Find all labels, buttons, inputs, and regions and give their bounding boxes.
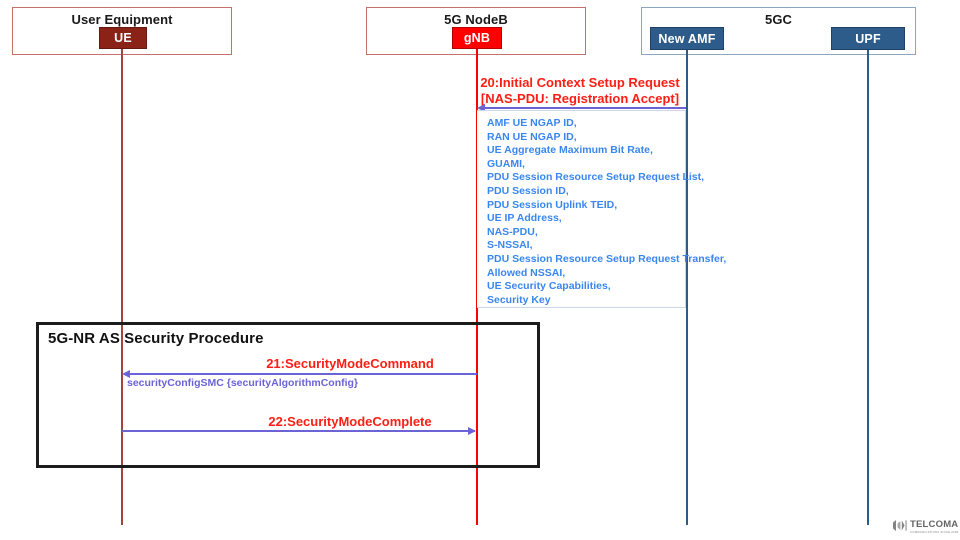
message-sublabel-21: securityConfigSMC {securityAlgorithmConf… [127, 377, 359, 389]
actor-ue-label: UE [114, 31, 132, 45]
param-item: Security Key [487, 293, 551, 306]
param-item: AMF UE NGAP ID, [487, 117, 577, 129]
message-label-22: 22:SecurityModeComplete [268, 414, 432, 429]
logo-wordmark: TELCOMA [910, 519, 959, 531]
actor-upf-label: UPF [855, 31, 881, 46]
actor-new-amf-label: New AMF [658, 31, 716, 46]
group-title-5gc: 5GC [764, 12, 793, 27]
lifeline-new-amf [686, 50, 688, 525]
param-item: NAS-PDU, [487, 225, 538, 238]
param-item: PDU Session Resource Setup Request List, [487, 171, 705, 184]
speaker-waves-icon [893, 518, 907, 536]
param-item: PDU Session ID, [487, 184, 569, 197]
lifeline-upf [867, 50, 869, 525]
param-item: UE Security Capabilities, [487, 280, 611, 293]
actor-new-amf[interactable]: New AMF [650, 27, 724, 50]
param-item: PDU Session Uplink TEID, [487, 198, 618, 211]
message-label-21: 21:SecurityModeCommand [266, 356, 434, 371]
param-item: RAN UE NGAP ID, [487, 130, 577, 143]
message-label-20: 20:Initial Context Setup Request [NAS-PD… [480, 75, 680, 106]
param-item: PDU Session Resource Setup Request Trans… [487, 252, 727, 265]
message-arrow-line-22 [122, 430, 475, 432]
security-procedure-frame [36, 322, 540, 468]
param-item: S-NSSAI, [487, 239, 533, 252]
param-item: UE Aggregate Maximum Bit Rate, [487, 144, 653, 157]
message-arrowhead-21 [122, 369, 130, 378]
actor-ue[interactable]: UE [99, 27, 147, 49]
message-arrow-line-20 [479, 107, 686, 109]
lifeline-ue [121, 49, 123, 525]
logo-tagline: COMMUNICATIONS SINCE 2009 [910, 529, 959, 534]
message-arrowhead-20 [477, 103, 485, 112]
message-arrow-line-21 [124, 373, 477, 375]
parameter-note-initial-context-setup: AMF UE NGAP ID, RAN UE NGAP ID, UE Aggre… [477, 110, 727, 308]
actor-gnb[interactable]: gNB [452, 27, 502, 49]
telcoma-logo: TELCOMA COMMUNICATIONS SINCE 2009 [893, 518, 958, 536]
param-item: GUAMI, [487, 157, 525, 170]
group-title-5g-nodeb: 5G NodeB [444, 12, 508, 27]
security-procedure-frame-title: 5G-NR AS Security Procedure [48, 330, 264, 347]
message-arrowhead-22 [468, 426, 476, 435]
param-item: Allowed NSSAI, [487, 266, 566, 279]
group-title-user-equipment: User Equipment [71, 12, 173, 27]
actor-upf[interactable]: UPF [831, 27, 905, 50]
actor-gnb-label: gNB [463, 31, 491, 45]
param-item: UE IP Address, [487, 212, 562, 225]
